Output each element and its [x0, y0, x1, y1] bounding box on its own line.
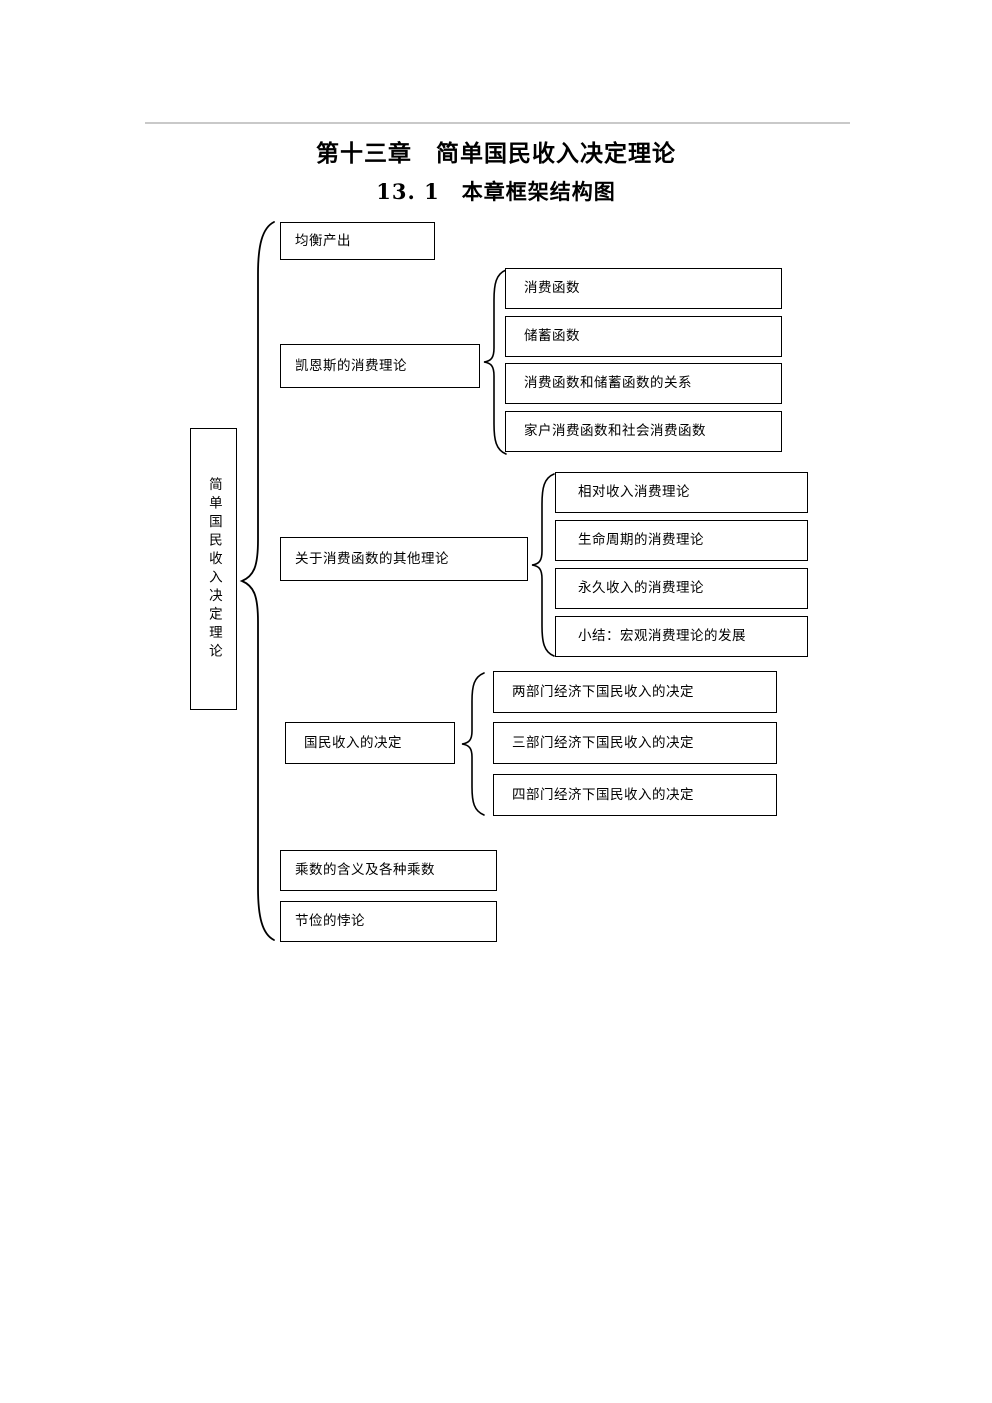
leaf-node-macro-consumption-theory-summary: 小结：宏观消费理论的发展: [555, 616, 808, 657]
branch-label: 均衡产出: [295, 232, 351, 249]
leaf-node-relative-income-theory: 相对收入消费理论: [555, 472, 808, 513]
diagram-root-label: 简单国民收入决定理论: [205, 476, 222, 662]
leaf-label: 相对收入消费理论: [578, 484, 690, 501]
header-rule: [145, 122, 850, 124]
section-title: 13. 1 本章框架结构图: [376, 179, 616, 204]
branch-label: 国民收入的决定: [304, 734, 402, 751]
leaf-label: 三部门经济下国民收入的决定: [512, 734, 694, 751]
leaf-node-three-sector-economy: 三部门经济下国民收入的决定: [493, 722, 777, 764]
chapter-title: 第十三章 简单国民收入决定理论: [316, 140, 676, 167]
leaf-label: 消费函数: [524, 280, 580, 297]
branch-node-other-consumption-function-theories: 关于消费函数的其他理论: [280, 537, 528, 581]
leaf-label: 四部门经济下国民收入的决定: [512, 786, 694, 803]
branch-node-national-income-determination: 国民收入的决定: [285, 722, 455, 764]
leaf-label: 两部门经济下国民收入的决定: [512, 683, 694, 700]
leaf-node-permanent-income-theory: 永久收入的消费理论: [555, 568, 808, 609]
diagram-root-node: 简单国民收入决定理论: [190, 428, 237, 710]
branch-node-paradox-of-thrift: 节俭的悖论: [280, 901, 497, 942]
leaf-node-consumption-function: 消费函数: [505, 268, 782, 309]
leaf-node-life-cycle-theory: 生命周期的消费理论: [555, 520, 808, 561]
leaf-label: 永久收入的消费理论: [578, 580, 704, 597]
leaf-label: 消费函数和储蓄函数的关系: [524, 375, 692, 392]
brace-national-income-determination: [460, 671, 486, 817]
branch-node-keynes-consumption-theory: 凯恩斯的消费理论: [280, 344, 480, 388]
leaf-label: 小结：宏观消费理论的发展: [578, 628, 746, 645]
branch-label: 凯恩斯的消费理论: [295, 357, 407, 374]
brace-other-consumption-function-theories: [530, 472, 556, 658]
brace-root: [239, 220, 276, 942]
branch-node-equilibrium-output: 均衡产出: [280, 222, 435, 260]
leaf-node-household-social-consumption-function: 家户消费函数和社会消费函数: [505, 411, 782, 452]
leaf-label: 生命周期的消费理论: [578, 532, 704, 549]
branch-label: 节俭的悖论: [295, 913, 365, 930]
leaf-node-saving-function: 储蓄函数: [505, 316, 782, 357]
branch-node-multiplier-meaning-and-types: 乘数的含义及各种乘数: [280, 850, 497, 891]
leaf-label: 家户消费函数和社会消费函数: [524, 423, 706, 440]
branch-label: 乘数的含义及各种乘数: [295, 862, 435, 879]
leaf-node-two-sector-economy: 两部门经济下国民收入的决定: [493, 671, 777, 713]
leaf-label: 储蓄函数: [524, 328, 580, 345]
leaf-node-four-sector-economy: 四部门经济下国民收入的决定: [493, 774, 777, 816]
leaf-node-consumption-saving-relation: 消费函数和储蓄函数的关系: [505, 363, 782, 404]
branch-label: 关于消费函数的其他理论: [295, 550, 449, 567]
